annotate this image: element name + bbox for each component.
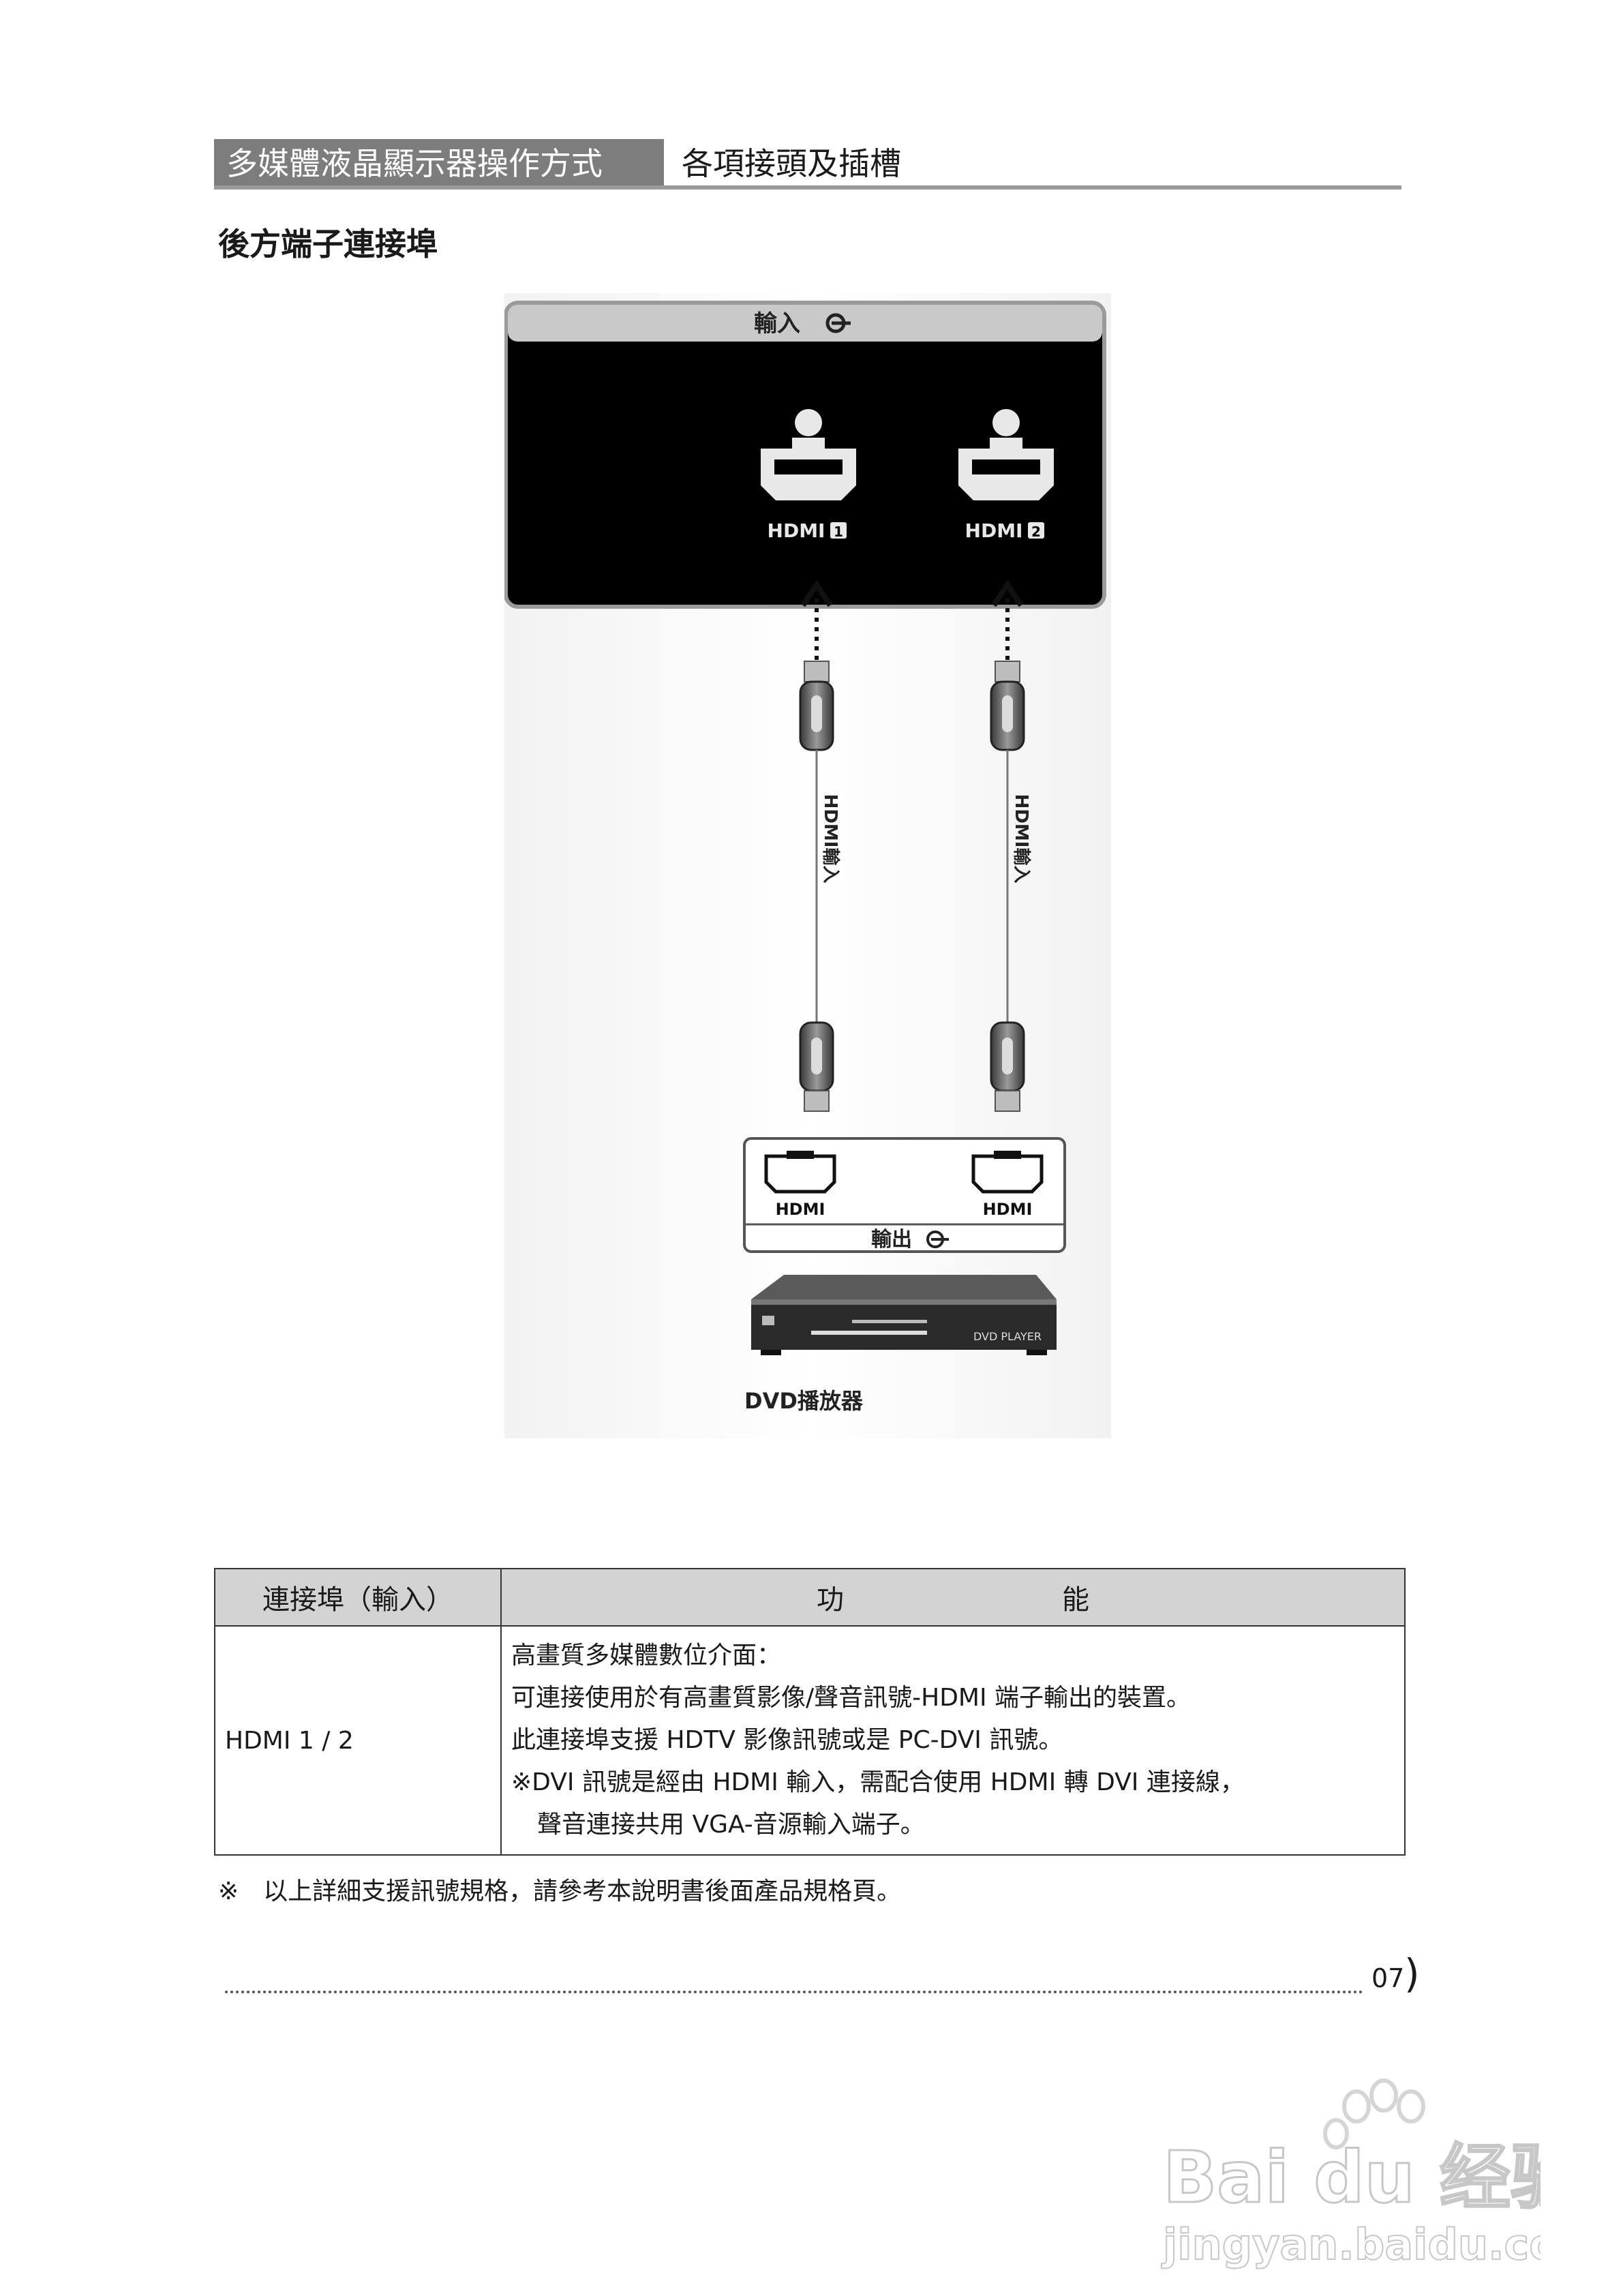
source-hdmi-2-label: HDMI: [983, 1200, 1033, 1219]
page-number: 07: [1371, 1963, 1405, 1993]
description-line: 聲音連接共用 VGA-音源輸入端子。: [537, 1811, 925, 1839]
description-line: 可連接使用於有高畫質影像/聲音訊號-HDMI 端子輸出的裝置。: [511, 1684, 1192, 1712]
description-cell: 高畫質多媒體數位介面： 可連接使用於有高畫質影像/聲音訊號-HDMI 端子輸出的…: [500, 1625, 1406, 1856]
description-line: ※DVI 訊號是經由 HDMI 輸入，需配合使用 HDMI 轉 DVI 連接線，: [511, 1768, 1245, 1796]
panel-input-label: 輸入: [754, 310, 800, 337]
header-manual-title: 多媒體液晶顯示器操作方式: [214, 139, 664, 188]
dvd-player-caption: DVD播放器: [744, 1388, 864, 1414]
hdmi-port-2-label: HDMI: [965, 519, 1023, 542]
page-number-bracket-icon: ): [1404, 1950, 1420, 1997]
column-header-function: 功能: [500, 1568, 1406, 1627]
port-function-table: 連接埠（輸入） 功能 HDMI 1 / 2 高畫質多媒體數位介面： 可連接使用於…: [214, 1568, 1406, 1856]
cable-2-label: HDMI輸入: [1011, 794, 1032, 883]
port-name-cell: HDMI 1 / 2: [214, 1625, 502, 1856]
header-divider: [214, 185, 1401, 190]
section-title: 後方端子連接埠: [218, 226, 438, 262]
cable-1-label: HDMI輸入: [820, 794, 841, 883]
function-header-char-1: 功: [817, 1584, 844, 1616]
arrow-up-icon: [800, 579, 833, 607]
hdmi-cable-2: HDMI輸入: [990, 579, 1032, 1112]
column-header-port: 連接埠（輸入）: [214, 1568, 502, 1627]
baidu-watermark-logo: Bai du 经验 jingyan.baidu.com: [1160, 2079, 1541, 2270]
header-section-title: 各項接頭及插槽: [682, 145, 901, 182]
description-line: 此連接埠支援 HDTV 影像訊號或是 PC-DVI 訊號。: [511, 1726, 1063, 1754]
port-indicator-dot-icon: [795, 409, 822, 436]
output-arrow-icon: [926, 1230, 949, 1248]
hdmi-cable-1: HDMI輸入: [799, 579, 841, 1112]
connection-diagram: 輸入 HDMI 1 HDMI 2 HDMI輸入: [504, 293, 1111, 1438]
function-header-char-2: 能: [1062, 1584, 1089, 1616]
footnote-text: 以上詳細支援訊號規格，請參考本說明書後面產品規格頁。: [263, 1877, 902, 1905]
arrow-up-icon: [991, 579, 1024, 607]
source-output-panel: HDMI HDMI 輸出: [743, 1137, 1066, 1253]
footnote: ※ 以上詳細支援訊號規格，請參考本說明書後面產品規格頁。: [218, 1871, 901, 1907]
input-arrow-icon: [825, 313, 851, 333]
hdmi-port-icon: [971, 1154, 1044, 1194]
hdmi-port-2-number: 2: [1031, 524, 1041, 540]
footer-dotted-leader: [225, 1991, 1363, 1993]
port-indicator-dot-icon: [992, 409, 1020, 436]
hdmi-port-1-label: HDMI: [768, 519, 825, 542]
hdmi-port-1-number: 1: [834, 524, 843, 540]
watermark-url: jingyan.baidu.com: [1161, 2220, 1541, 2269]
dvd-player-brand: DVD PLAYER: [973, 1330, 1042, 1343]
footnote-mark: ※: [218, 1877, 239, 1905]
watermark-logo-text: Bai du 经验: [1163, 2136, 1541, 2219]
description-line: 高畫質多媒體數位介面：: [511, 1642, 782, 1670]
hdmi-port-2: HDMI 2: [958, 409, 1054, 542]
dvd-player-device: DVD PLAYER: [751, 1275, 1057, 1355]
source-output-label: 輸出: [871, 1228, 912, 1252]
table-row: HDMI 1 / 2 高畫質多媒體數位介面： 可連接使用於有高畫質影像/聲音訊號…: [214, 1625, 1406, 1856]
hdmi-port-1: HDMI 1: [761, 409, 856, 542]
source-hdmi-1-label: HDMI: [776, 1200, 825, 1219]
table-header-row: 連接埠（輸入） 功能: [214, 1568, 1406, 1627]
hdmi-port-icon: [764, 1154, 836, 1194]
